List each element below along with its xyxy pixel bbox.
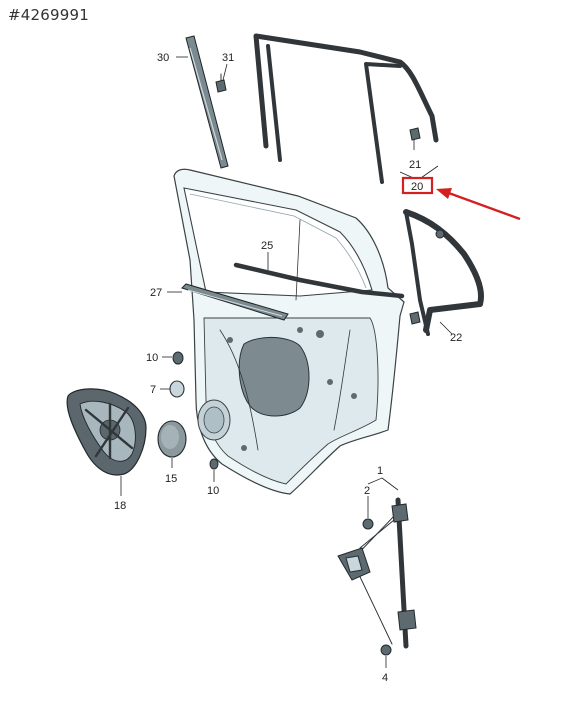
image-id-label: #4269991	[8, 6, 89, 24]
label-30: 30	[157, 52, 169, 64]
red-arrow	[436, 188, 521, 221]
label-18: 18	[114, 500, 126, 512]
label-2: 2	[364, 485, 370, 497]
door-panel	[173, 168, 405, 495]
leader-1	[367, 477, 399, 491]
highlight-box-20	[401, 176, 434, 195]
label-31: 31	[222, 52, 234, 64]
label-15: 15	[165, 473, 177, 485]
part-18-carrier-plate	[66, 388, 147, 476]
part-10-plug-lower	[209, 458, 219, 470]
label-10-upper: 10	[146, 352, 158, 364]
part-25-outer-seal	[233, 262, 405, 299]
label-22: 22	[450, 332, 462, 344]
part-20-window-guide-frame	[253, 33, 439, 184]
label-25: 25	[261, 240, 273, 252]
leader-22	[439, 321, 453, 335]
part-22-window-frame	[403, 209, 484, 336]
part-30-seal-strip	[185, 35, 229, 169]
label-27: 27	[150, 287, 162, 299]
part-31-clip	[215, 73, 227, 93]
part-27-inner-seal	[181, 283, 289, 321]
part-21-clip	[409, 127, 421, 141]
label-7: 7	[150, 384, 156, 396]
label-21: 21	[409, 159, 421, 171]
part-7-plug	[169, 380, 185, 398]
part-10-plug-upper	[172, 351, 184, 365]
part-1-window-regulator	[337, 497, 417, 656]
label-1: 1	[377, 465, 383, 477]
part-15-round-cover	[157, 420, 187, 458]
part-4-nut	[380, 644, 392, 656]
leader-31	[222, 63, 228, 81]
label-20: 20	[411, 181, 423, 193]
part-2-nut	[362, 518, 374, 530]
label-10-lower: 10	[207, 485, 219, 497]
label-4: 4	[382, 672, 388, 684]
